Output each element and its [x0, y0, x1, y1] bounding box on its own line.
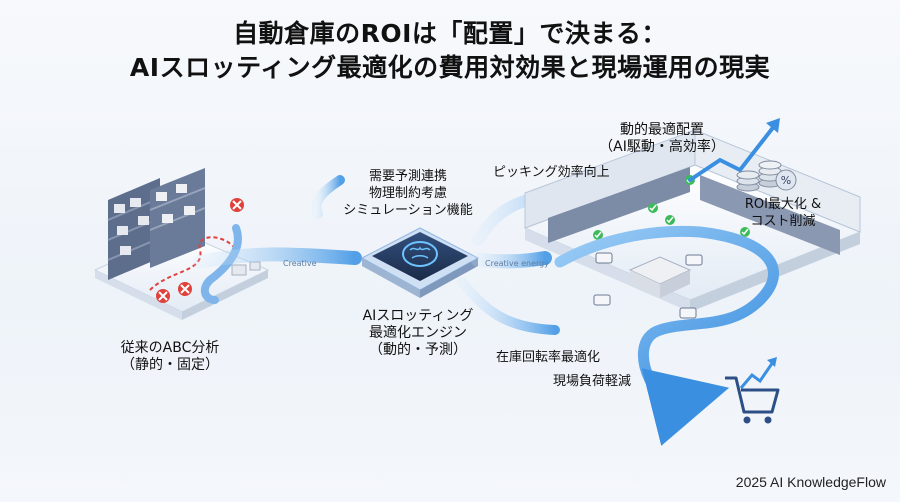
brain-icon [402, 241, 438, 267]
footer-credit: 2025 AI KnowledgeFlow [735, 474, 886, 490]
ai-engine-chip [360, 227, 480, 298]
dynamic-label-line2: （AI駆動・高効率） [599, 139, 725, 155]
roi-label-line1: ROI最大化 & [744, 197, 822, 212]
outcome-load: 現場負荷軽減 [553, 374, 632, 389]
page-title-line1: 自動倉庫のROIは「配置」で決まる： [233, 19, 667, 48]
flow-to-engine [193, 175, 362, 269]
flow-out-main [471, 251, 552, 269]
agv-robot [595, 252, 613, 264]
flow-label-engine: Creative energy [485, 259, 549, 268]
roi-label-line2: コスト削減 [750, 214, 816, 229]
agv-robot [593, 294, 611, 306]
ai-flow-curve [200, 224, 242, 304]
check-icon [648, 203, 658, 213]
box [231, 264, 247, 276]
outcome-turnover: 在庫回転率最適化 [496, 350, 601, 365]
dynamic-label-line1: 動的最適配置 [620, 122, 704, 138]
check-icon [740, 227, 750, 237]
agv-robot [679, 307, 697, 319]
box [249, 261, 261, 271]
feature-item: 物理制約考慮 [368, 186, 447, 201]
traditional-warehouse [93, 168, 270, 320]
page-title-line2: AIスロッティング最適化の費用対効果と現場運用の現実 [129, 53, 771, 82]
roi-label: ROI最大化 & コスト削減 [733, 196, 833, 230]
feature-item: シミュレーション機能 [343, 203, 473, 218]
feature-item: 需要予測連携 [368, 169, 447, 184]
engine-label-line3: （動的・予測） [369, 342, 467, 358]
dynamic-label: 動的最適配置 （AI駆動・高効率） [597, 122, 727, 156]
agv-robot [685, 254, 703, 266]
engine-label-line2: 最適化エンジン [369, 325, 467, 341]
feature-list: 需要予測連携 物理制約考慮 シミュレーション機能 [338, 168, 478, 219]
engine-label: AIスロッティング 最適化エンジン （動的・予測） [343, 308, 493, 359]
outcome-picking: ピッキング効率向上 [493, 165, 610, 180]
traditional-label: 従来のABC分析 （静的・固定） [103, 340, 237, 374]
traditional-label-line1: 従来のABC分析 [120, 340, 220, 356]
coin-stack-icon: % [736, 160, 797, 192]
flow-label-left: Creative [283, 259, 317, 268]
traditional-label-line2: （静的・固定） [121, 357, 219, 373]
flow-out-turnover [457, 277, 560, 335]
shopping-cart-icon [725, 357, 780, 424]
error-x-icon [156, 289, 170, 303]
inefficient-path [149, 236, 237, 291]
optimized-route [554, 225, 779, 386]
roi-growth-icon: % [688, 118, 797, 192]
check-icon [593, 230, 603, 240]
svg-text:%: % [781, 174, 791, 187]
error-x-icon [178, 282, 192, 296]
engine-label-line1: AIスロッティング [362, 308, 474, 324]
rack-left-2 [149, 168, 206, 268]
error-x-icon [230, 198, 244, 212]
check-icon [665, 215, 675, 225]
